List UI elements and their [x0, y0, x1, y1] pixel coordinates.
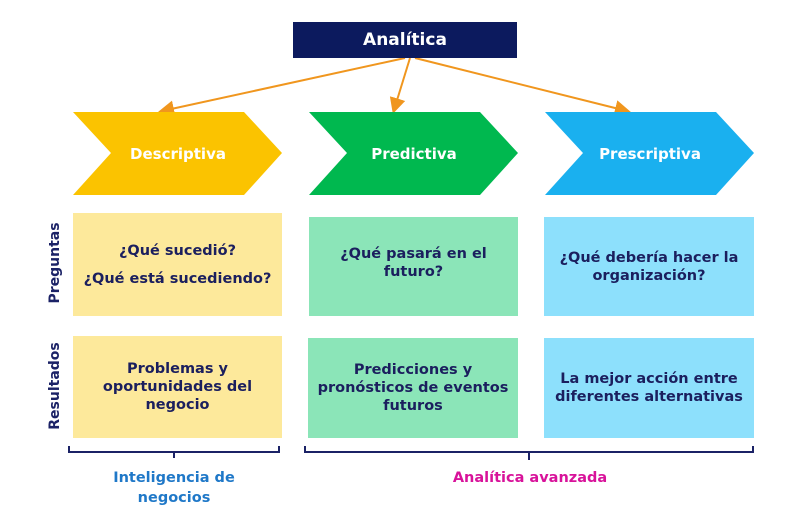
analytics-title: Analítica — [293, 22, 517, 58]
row-label-results: Resultados — [47, 342, 63, 430]
stage-label-prescriptiva: Prescriptiva — [599, 144, 701, 163]
brace-business-intelligence — [68, 446, 280, 458]
brace-advanced-analytics — [304, 446, 754, 460]
group-label-advanced-analytics: Analítica avanzada — [452, 470, 608, 486]
chevron-predictiva — [309, 112, 518, 195]
row-label-questions: Preguntas — [47, 222, 63, 304]
arrow-to-descriptiva — [158, 57, 406, 117]
result-predictiva: Predicciones y pronósticos de eventos fu… — [308, 338, 518, 438]
question-prescriptiva: ¿Qué debería hacer la organización? — [544, 217, 754, 316]
stage-label-predictiva: Predictiva — [371, 144, 457, 163]
stage-label-descriptiva: Descriptiva — [130, 144, 226, 163]
result-descriptiva: Problemas y oportunidades del negocio — [73, 336, 282, 438]
result-prescriptiva: La mejor acción entre diferentes alterna… — [544, 338, 754, 438]
arrow-to-prescriptiva — [414, 57, 631, 116]
group-label-business-intelligence: Inteligencia de negocios — [113, 470, 235, 506]
arrow-to-predictiva — [389, 57, 411, 114]
question-predictiva: ¿Qué pasará en el futuro? — [309, 217, 518, 316]
chevron-descriptiva — [73, 112, 282, 195]
question-descriptiva: ¿Qué sucedió? ¿Qué está sucediendo? — [73, 213, 282, 316]
chevron-prescriptiva — [545, 112, 754, 195]
question-line: ¿Qué sucedió? — [118, 242, 237, 259]
question-line: ¿Qué está sucediendo? — [83, 270, 272, 287]
